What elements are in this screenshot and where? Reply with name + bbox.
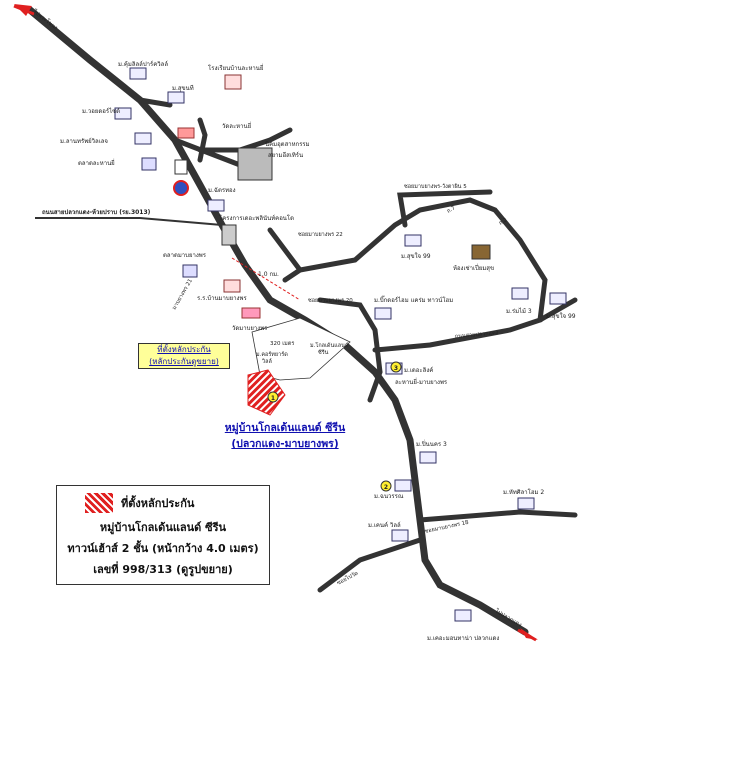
callout-line2: (หลักประกันดูขยาย)	[149, 357, 219, 366]
house-icon	[114, 107, 132, 120]
ptt-logo-icon	[173, 180, 189, 196]
house-icon	[374, 307, 392, 320]
label-main-road: ถนนสายปลวกแดง-ห้วยปราบ (รย.3013)	[42, 208, 151, 216]
legend: ที่ตั้งหลักประกัน หมู่บ้านโกลเด้นแลนด์ ซ…	[56, 485, 270, 585]
label-m-pluakdaeng: ม.เคอะมอนทาน่า ปลวกแดง	[427, 635, 499, 642]
label-m-bilgredi: ม.บิ๊กดอร์ไฮม แคร่ม ทาวน์โฮม	[374, 295, 453, 304]
project-title-line2: (ปลวกแดง-มาบยางพร)	[231, 438, 339, 450]
house-icon	[549, 292, 567, 305]
house-icon	[517, 497, 535, 510]
house-icon	[129, 67, 147, 80]
market-icon	[182, 264, 198, 278]
south-arrow	[517, 628, 537, 642]
label-km: 1.0 กม.	[258, 271, 279, 278]
label-soi5: ซอยมาบยางพร-วังตาผิน 5	[404, 183, 467, 190]
label-mini4: ซีรีน	[318, 349, 329, 356]
temple-icon	[241, 307, 261, 319]
legend-line2: ทาวน์เฮ้าส์ 2 ชั้น (หน้ากว้าง 4.0 เมตร)	[67, 542, 259, 555]
project-title: หมู่บ้านโกลเด้นแลนด์ ซีรีน (ปลวกแดง-มาบย…	[205, 420, 365, 452]
map-labels: ไปพระโขนง ม.คุ้มลิลล์ปาร์ควิลล์ ม.สุขนที…	[31, 7, 576, 642]
gas-station-icon	[174, 159, 188, 175]
label-road-a: ถ.7	[446, 205, 457, 215]
village-icons	[114, 67, 567, 622]
condo-icon	[221, 224, 237, 246]
project-title-line1: หมู่บ้านโกลเด้นแลนด์ ซีรีน	[224, 422, 346, 434]
house-icon	[511, 287, 529, 300]
label-m-sukjai99: ม.สุขใจ 99	[401, 252, 431, 260]
north-arrow	[13, 4, 35, 16]
house-icon	[134, 132, 152, 145]
house-icon	[167, 91, 185, 104]
label-m-soonthi: ม.สุขนที	[172, 84, 194, 92]
label-m-chatsong: ม.ฉัตรทอง	[208, 187, 236, 194]
marker-3: 3	[394, 365, 398, 372]
collateral-swatch	[85, 493, 113, 513]
callout-line1: ที่ตั้งหลักประกัน	[157, 345, 211, 354]
label-mini2: วิลล์	[261, 358, 272, 365]
label-m-woodroy: ม.วอยดอร์ไซด์	[82, 107, 120, 115]
legend-swatch-label: ที่ตั้งหลักประกัน	[121, 497, 195, 510]
label-m-huahin2: ม.หัทศิลาโฮม 2	[503, 488, 544, 496]
house-icon	[391, 529, 409, 542]
km-line	[231, 257, 301, 301]
label-wat-mab: วัดมาบยางพร	[232, 325, 268, 332]
markers: 1 2 3	[267, 361, 402, 492]
label-mini3: ม.โกลเด้นแลนด์	[310, 341, 349, 349]
house-icon	[207, 199, 225, 212]
market-icon	[141, 157, 157, 171]
label-road-right: ถนนสายปลวกแดง	[455, 329, 499, 340]
temple-icon	[177, 127, 195, 139]
label-school: โรงเรียนบ้านละหานยี่	[208, 64, 263, 72]
label-talat-lahan: ตลาดละหานยี่	[78, 159, 115, 167]
house-icon	[394, 479, 412, 492]
main-cross-road	[35, 217, 223, 226]
school-icon	[223, 279, 241, 293]
school-icon	[224, 74, 242, 90]
label-indust2: สยามอีสเทิร์น	[268, 151, 303, 159]
label-m-pinnakarn3: ม.ปิ่นนคร 3	[416, 440, 447, 448]
label-m-chaowan: ม.ฉนวรรณ	[374, 493, 404, 500]
label-road-b: ถ.2	[498, 217, 508, 226]
marker-2: 2	[384, 484, 388, 491]
label-talat-maptyaporn: ตลาดมาบยางพร	[163, 252, 207, 259]
secondary-roads	[137, 97, 578, 593]
label-m-lake2: ละหานยี่-มาบยางพร	[395, 378, 448, 386]
legend-line3: เลขที่ 998/313 (ดูรูปขยาย)	[93, 563, 233, 576]
label-m-venus: ม.เคนค์ วิลล์	[368, 521, 401, 529]
label-wat-lahan: วัดละหานยี่	[222, 122, 251, 130]
label-road21: มาบยางพร 21	[172, 278, 194, 311]
rental-icon	[471, 244, 491, 260]
marker-1: 1	[271, 395, 275, 402]
label-rest: ห้องเช่าเปี่ยมสุข	[453, 264, 494, 272]
legend-swatch-row: ที่ตั้งหลักประกัน	[85, 493, 194, 513]
collateral-callout: ที่ตั้งหลักประกัน (หลักประกันดูขยาย)	[138, 343, 230, 369]
collateral-area	[247, 369, 286, 416]
label-project-estate: โครงการเดอะพลินันท์คอนโด	[219, 214, 294, 222]
label-m-koson: ม.คุ้มลิลล์ปาร์ควิลล์	[118, 60, 168, 68]
legend-line1: หมู่บ้านโกลเด้นแลนด์ ซีรีน	[99, 521, 227, 534]
label-indust: นิคมอุตสาหกรรม	[265, 141, 310, 148]
label-soi22: ซอยมาบยางพร 22	[298, 231, 343, 238]
label-m-romyen3: ม.ร่มไม้ 3	[506, 307, 532, 315]
label-mini1: ม.คอร์ทยาร์ด	[256, 351, 288, 358]
label-m-sukjai99b: ม.สุขใจ 99	[546, 312, 576, 320]
label-m-lanahriwilla: ม.ลานทรัพย์วิลเลจ	[60, 137, 108, 145]
label-school2: ร.ร.บ้านมาบยางพร	[197, 295, 247, 302]
house-icon	[419, 451, 437, 464]
label-m-lake: ม.เดอะลิงค์	[404, 366, 433, 374]
label-dist: 320 เมตร	[270, 341, 294, 347]
house-icon	[454, 609, 472, 622]
label-to-city: ไปพระโขนง	[31, 7, 60, 32]
factory-icon	[237, 147, 273, 181]
label-soi20: ซอยมาบยางพร 20	[308, 297, 353, 304]
house-icon	[404, 234, 422, 247]
